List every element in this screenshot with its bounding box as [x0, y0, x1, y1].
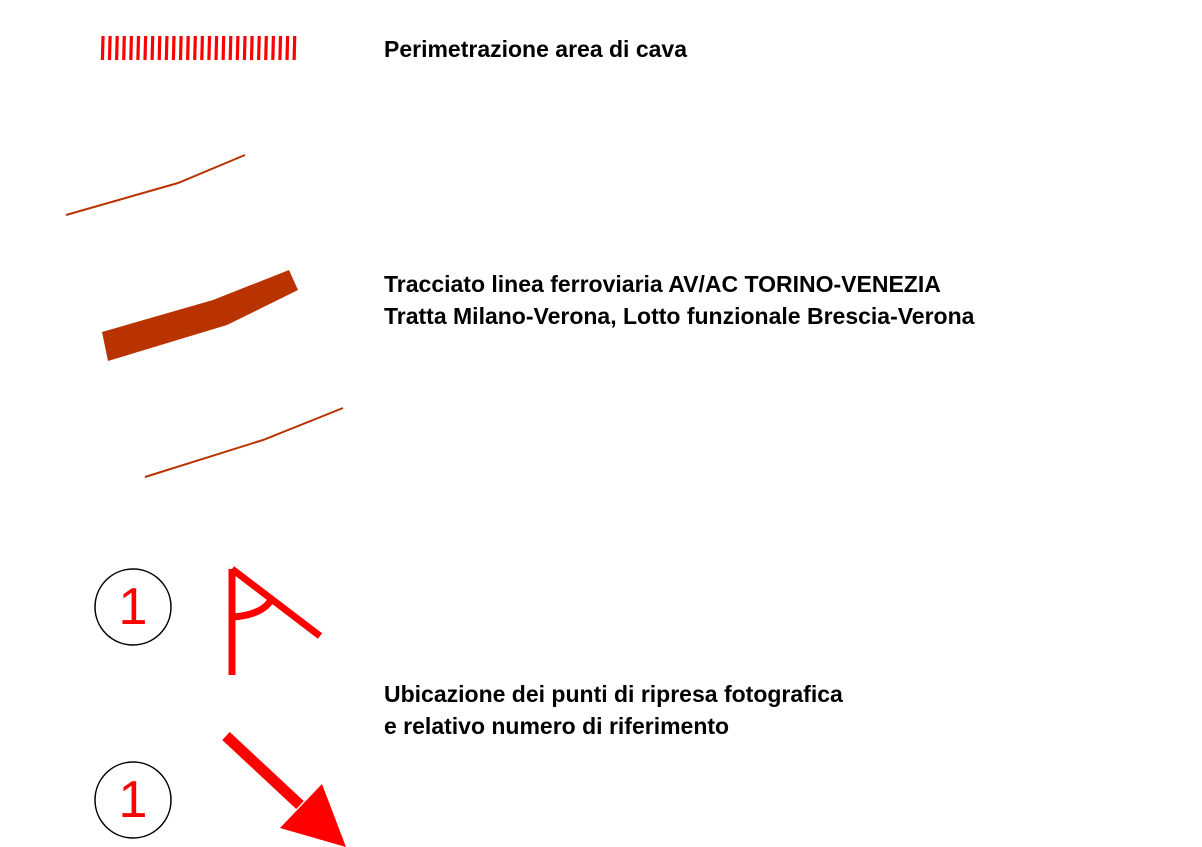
- camera-view-angle-icon: [228, 566, 323, 675]
- perimeter-hatch-stroke: [136, 35, 141, 61]
- perimeter-hatch-stroke: [285, 35, 290, 61]
- perimeter-hatch-stroke: [107, 35, 112, 61]
- perimeter-hatch-stroke: [129, 35, 133, 61]
- perimeter-hatch-stroke: [115, 35, 119, 61]
- railway-thick-band: [102, 270, 298, 361]
- perimeter-hatch-symbol: [100, 35, 297, 61]
- perimeter-hatch-stroke: [271, 35, 275, 61]
- perimeter-hatch-stroke: [214, 35, 219, 61]
- perimeter-hatch-stroke: [207, 35, 212, 61]
- perimeter-hatch-stroke: [143, 35, 148, 61]
- photo-points-label-line-2: e relativo numero di riferimento: [384, 713, 730, 739]
- perimeter-hatch-stroke: [193, 35, 197, 61]
- perimeter-hatch-stroke: [100, 35, 105, 61]
- railway-thin-line-top: [65, 154, 246, 216]
- perimeter-hatch-stroke: [150, 35, 155, 61]
- railway-label-line-2: Tratta Milano-Verona, Lotto funzionale B…: [384, 303, 975, 329]
- perimeter-hatch-stroke: [257, 35, 261, 61]
- perimeter-hatch-stroke: [171, 35, 176, 61]
- photo-point-number-1: 1: [95, 569, 171, 645]
- perimeter-hatch-stroke: [249, 35, 254, 61]
- perimeter-hatch-stroke: [235, 35, 240, 61]
- railway-thin-line-bottom: [144, 407, 344, 478]
- perimeter-hatch-stroke: [157, 35, 162, 61]
- perimeter-hatch-stroke: [292, 35, 297, 61]
- photo-point-circle-1: [94, 568, 172, 646]
- perimeter-hatch-stroke: [278, 35, 283, 61]
- perimeter-hatch-stroke: [242, 35, 247, 61]
- perimeter-hatch-stroke: [221, 35, 226, 61]
- camera-direction-arrow-icon: [222, 731, 346, 847]
- perimeter-hatch-stroke: [228, 35, 233, 61]
- perimeter-label: Perimetrazione area di cava: [384, 36, 687, 62]
- perimeter-hatch-stroke: [264, 35, 268, 61]
- photo-point-circle-2: [94, 761, 172, 839]
- perimeter-hatch-stroke: [122, 35, 126, 61]
- photo-point-number-1-text: 1: [118, 578, 148, 636]
- photo-point-number-2: 1: [95, 762, 171, 838]
- perimeter-hatch-stroke: [200, 35, 204, 61]
- perimeter-hatch-stroke: [164, 35, 169, 61]
- railway-label-line-1: Tracciato linea ferroviaria AV/AC TORINO…: [384, 271, 941, 297]
- photo-points-label-line-1: Ubicazione dei punti di ripresa fotograf…: [384, 681, 843, 707]
- photo-point-number-2-text: 1: [118, 771, 148, 829]
- perimeter-hatch-stroke: [186, 35, 190, 61]
- perimeter-hatch-stroke: [178, 35, 183, 61]
